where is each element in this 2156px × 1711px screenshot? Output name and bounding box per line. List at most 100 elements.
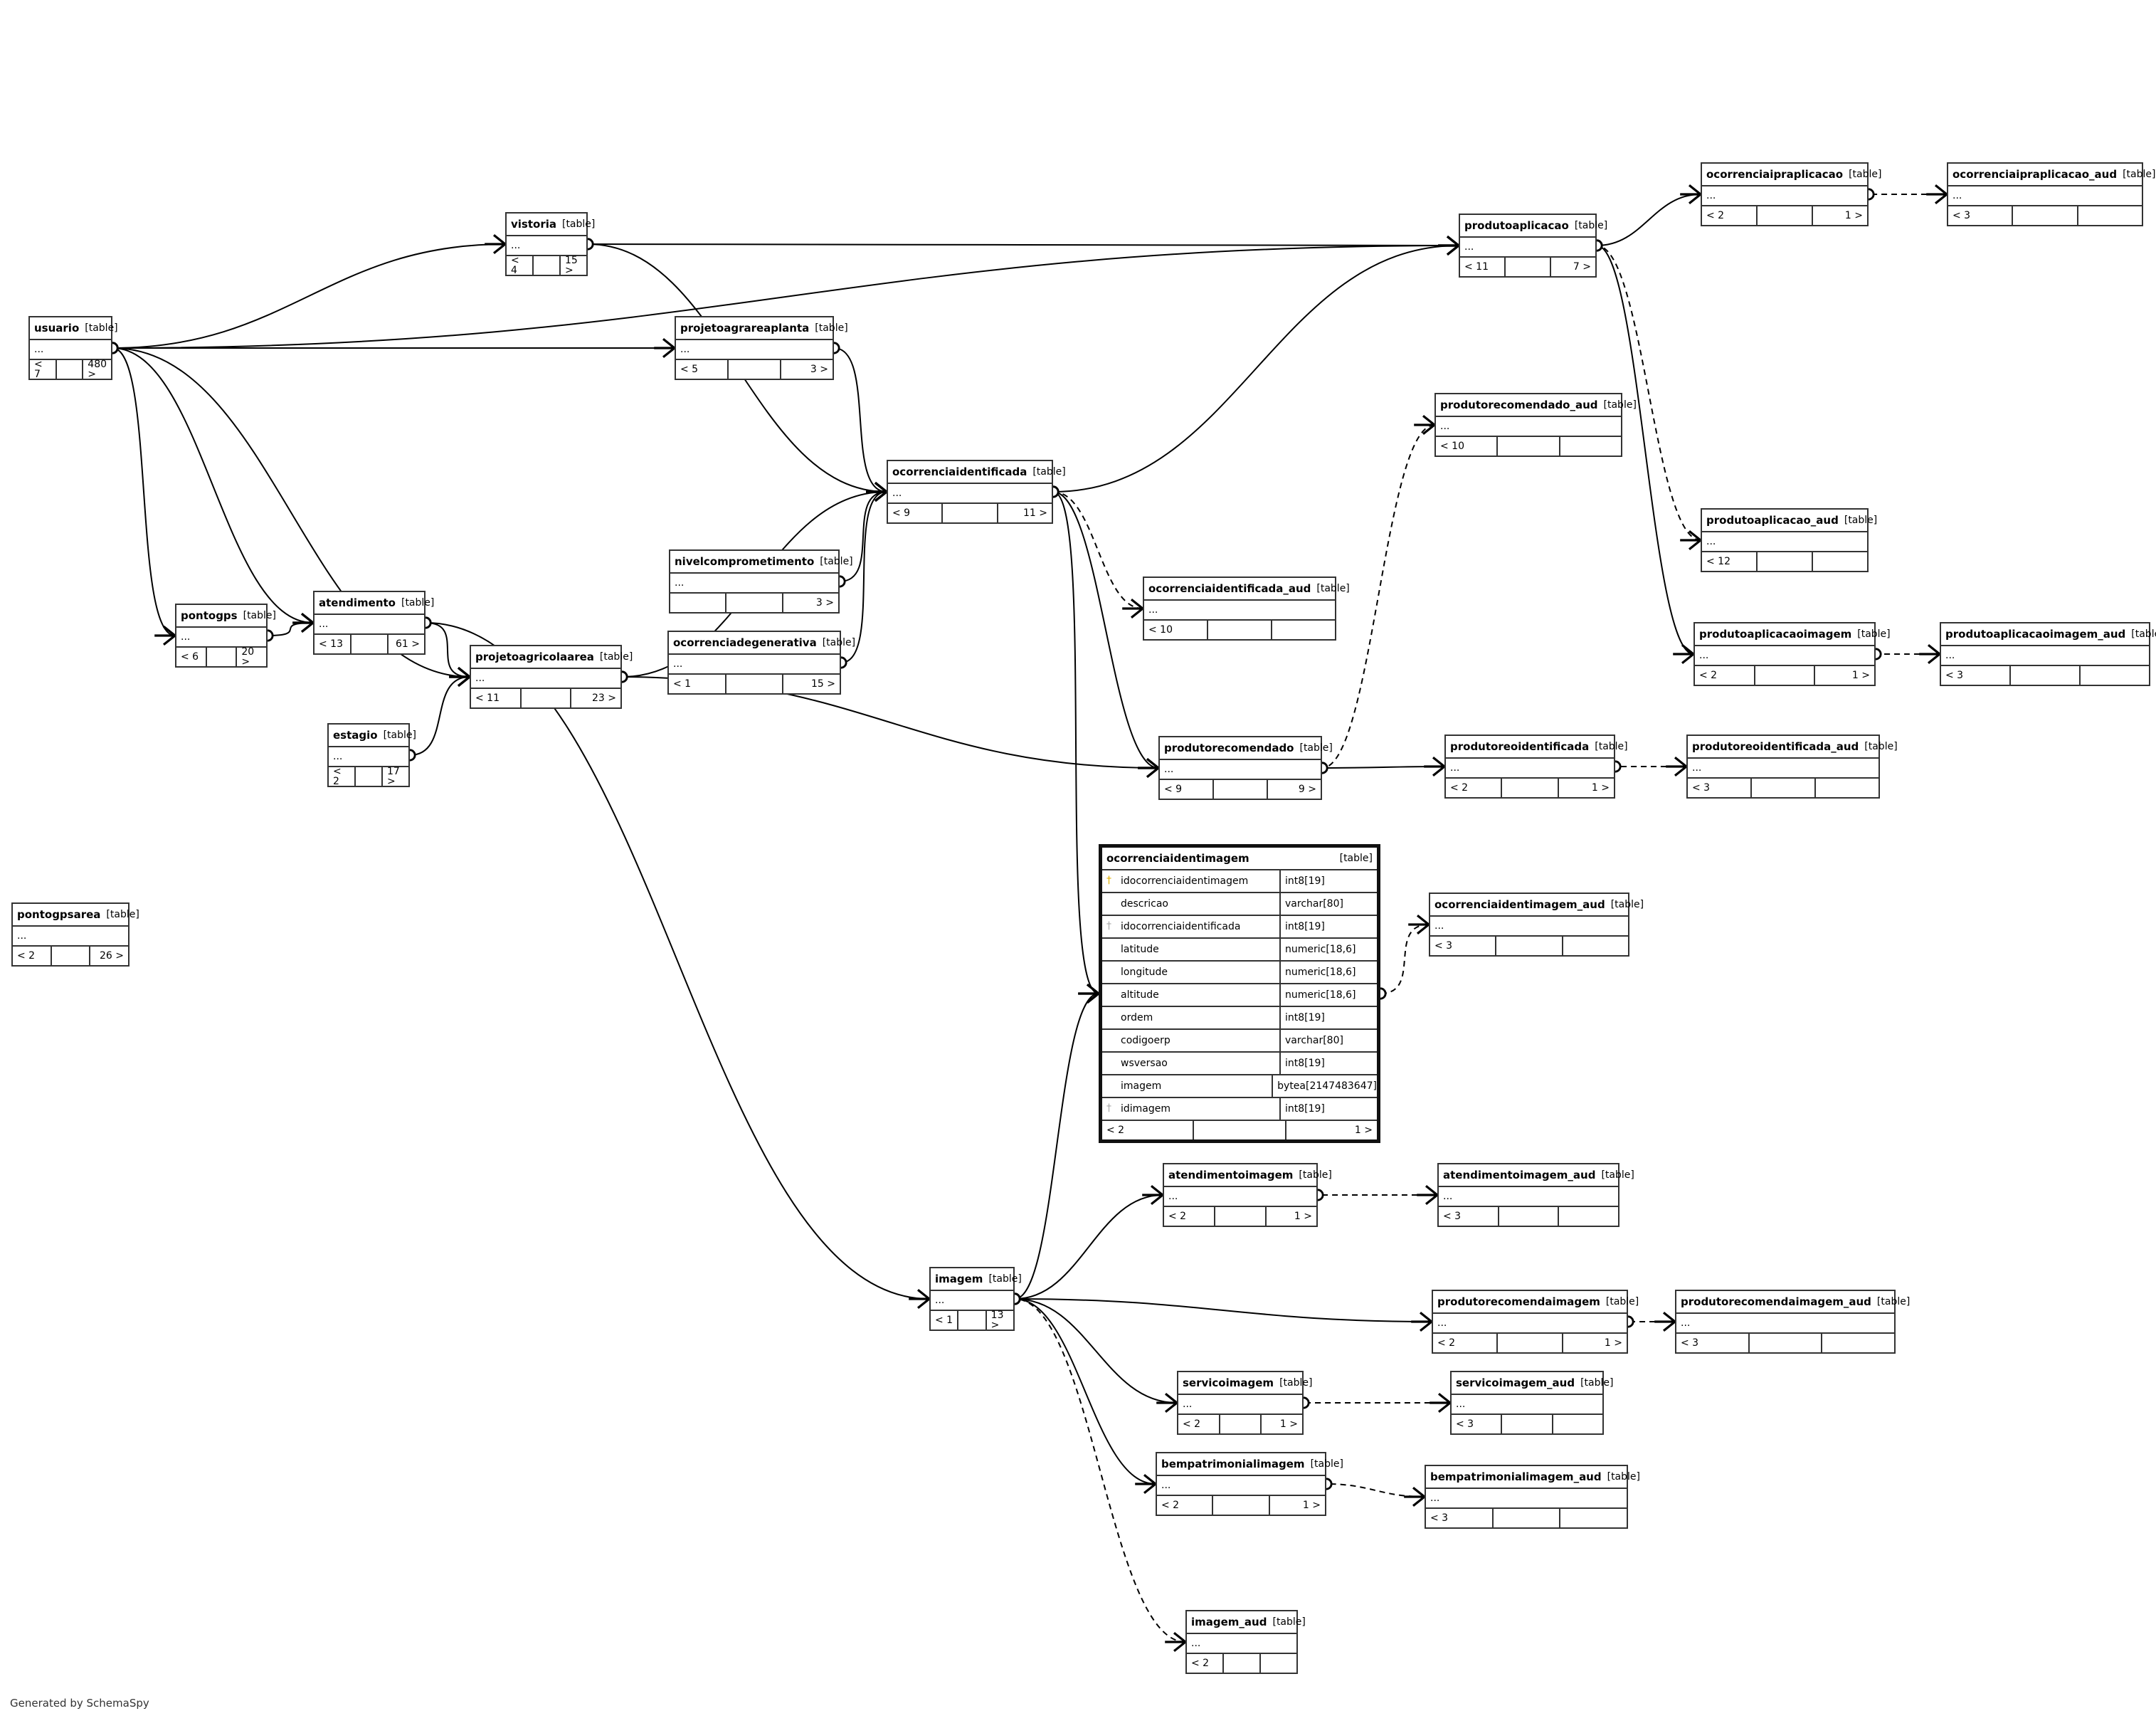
child-count[interactable] (1563, 937, 1628, 955)
child-count[interactable] (1261, 1654, 1296, 1673)
child-count[interactable]: 1 > (1302, 1500, 1321, 1511)
child-count[interactable]: 23 > (592, 693, 617, 704)
table-servicoimagem-aud[interactable]: servicoimagem_aud[table] ... < 3 (1450, 1371, 1613, 1435)
parent-count[interactable]: < 9 (888, 504, 944, 522)
table-ocorrenciaipraplicacao-aud[interactable]: ocorrenciaipraplicacao_aud[table] ... < … (1947, 162, 2155, 226)
child-count[interactable]: 1 > (1844, 210, 1863, 221)
child-count[interactable]: 13 > (990, 1310, 1004, 1331)
parent-count[interactable]: < 3 (1948, 206, 2014, 225)
parent-count[interactable]: < 5 (676, 360, 729, 379)
parent-count[interactable]: < 3 (1688, 779, 1752, 797)
parent-count[interactable]: < 2 (1433, 1334, 1499, 1352)
parent-count[interactable]: < 4 (507, 256, 534, 275)
child-count[interactable]: 15 > (565, 255, 578, 276)
parent-count[interactable]: < 2 (1157, 1496, 1214, 1515)
parent-count[interactable]: < 2 (1178, 1415, 1220, 1433)
child-count[interactable]: 15 > (811, 678, 836, 690)
parent-count[interactable]: < 2 (329, 767, 356, 786)
child-count[interactable]: 480 > (88, 359, 107, 380)
child-count[interactable]: 9 > (1298, 784, 1316, 795)
table-produtoreoidentificada-aud[interactable]: produtoreoidentificada_aud[table] ... < … (1686, 735, 1898, 799)
table-produtoaplicacao-aud[interactable]: produtoaplicacao_aud[table] ... < 12 (1701, 508, 1877, 572)
child-count[interactable]: 1 > (1851, 670, 1871, 681)
parent-count[interactable]: < 1 (931, 1311, 959, 1330)
parent-count[interactable]: < 2 (1164, 1207, 1215, 1226)
child-count[interactable] (1560, 437, 1621, 456)
child-count[interactable]: 7 > (1573, 261, 1591, 273)
table-ocorrenciaidentificada-aud[interactable]: ocorrenciaidentificada_aud[table] ... < … (1143, 577, 1350, 641)
table-imagem-aud[interactable]: imagem_aud[table] ... < 2 (1185, 1610, 1306, 1674)
child-count[interactable]: 17 > (387, 766, 400, 787)
parent-count[interactable]: < 7 (30, 359, 57, 379)
parent-count[interactable]: < 3 (1439, 1207, 1499, 1226)
child-count[interactable] (1560, 1509, 1627, 1527)
child-count[interactable]: 20 > (241, 646, 255, 668)
table-produtorecomendado-aud[interactable]: produtorecomendado_aud[table] ... < 10 (1434, 393, 1637, 457)
child-count[interactable] (1822, 1334, 1894, 1352)
child-count[interactable]: 1 > (1604, 1337, 1622, 1349)
parent-count[interactable]: < 11 (471, 689, 522, 707)
parent-count[interactable]: < 2 (1695, 666, 1755, 685)
parent-count[interactable]: < 2 (1187, 1654, 1224, 1673)
child-count[interactable]: 1 > (1591, 782, 1610, 794)
table-atendimentoimagem-aud[interactable]: atendimentoimagem_aud[table] ... < 3 (1437, 1163, 1634, 1227)
parent-count[interactable]: < 2 (1446, 779, 1503, 797)
child-count[interactable] (1816, 779, 1878, 797)
table-nivelcomprometimento[interactable]: nivelcomprometimento[table] ... 3 > (669, 549, 853, 614)
parent-count[interactable]: < 3 (1430, 937, 1497, 955)
parent-count[interactable]: < 2 (13, 947, 52, 965)
child-count[interactable]: 26 > (100, 950, 125, 962)
table-ocorrenciaidentimagem[interactable]: ocorrenciaidentimagem[table] †idocorrenc… (1099, 844, 1380, 1143)
child-count[interactable]: 11 > (1022, 507, 1047, 519)
table-produtoaplicacaoimagem-aud[interactable]: produtoaplicacaoimagem_aud[table] ... < … (1940, 622, 2156, 686)
parent-count[interactable]: < 12 (1702, 552, 1758, 571)
parent-count[interactable]: < 13 (315, 635, 352, 653)
child-count[interactable]: 1 > (1354, 1125, 1373, 1136)
child-count[interactable]: 1 > (1294, 1211, 1312, 1222)
parent-count[interactable]: < 3 (1452, 1415, 1503, 1433)
parent-count[interactable] (670, 594, 727, 612)
parent-count[interactable]: < 2 (1102, 1121, 1195, 1139)
child-count[interactable]: 3 > (815, 597, 834, 609)
child-count[interactable] (1813, 552, 1867, 571)
table-bempatrimonialimagem-aud[interactable]: bempatrimonialimagem_aud[table] ... < 3 (1425, 1465, 1640, 1529)
parent-count[interactable]: < 10 (1436, 437, 1499, 456)
parent-count[interactable]: < 10 (1144, 621, 1208, 639)
parent-count[interactable]: < 3 (1941, 666, 2011, 685)
table-ocorrenciaidentimagem-aud[interactable]: ocorrenciaidentimagem_aud[table] ... < 3 (1429, 893, 1644, 957)
child-count[interactable] (1272, 621, 1335, 639)
parent-count[interactable]: < 11 (1460, 258, 1506, 276)
table-produtorecomendaimagem-aud[interactable]: produtorecomendaimagem_aud[table] ... < … (1675, 1290, 1910, 1354)
child-count[interactable] (1553, 1415, 1602, 1433)
child-count[interactable]: 1 > (1279, 1418, 1299, 1430)
child-count[interactable] (2081, 666, 2149, 685)
child-count[interactable]: 61 > (396, 638, 420, 650)
parent-count[interactable]: < 3 (1676, 1334, 1750, 1352)
parent-count[interactable]: < 6 (176, 648, 207, 666)
child-count[interactable]: 3 > (810, 364, 828, 375)
parent-count[interactable]: < 2 (1702, 206, 1758, 225)
child-count[interactable] (2078, 206, 2142, 225)
parent-count[interactable]: < 9 (1160, 780, 1214, 799)
parent-count[interactable]: < 1 (669, 675, 726, 693)
